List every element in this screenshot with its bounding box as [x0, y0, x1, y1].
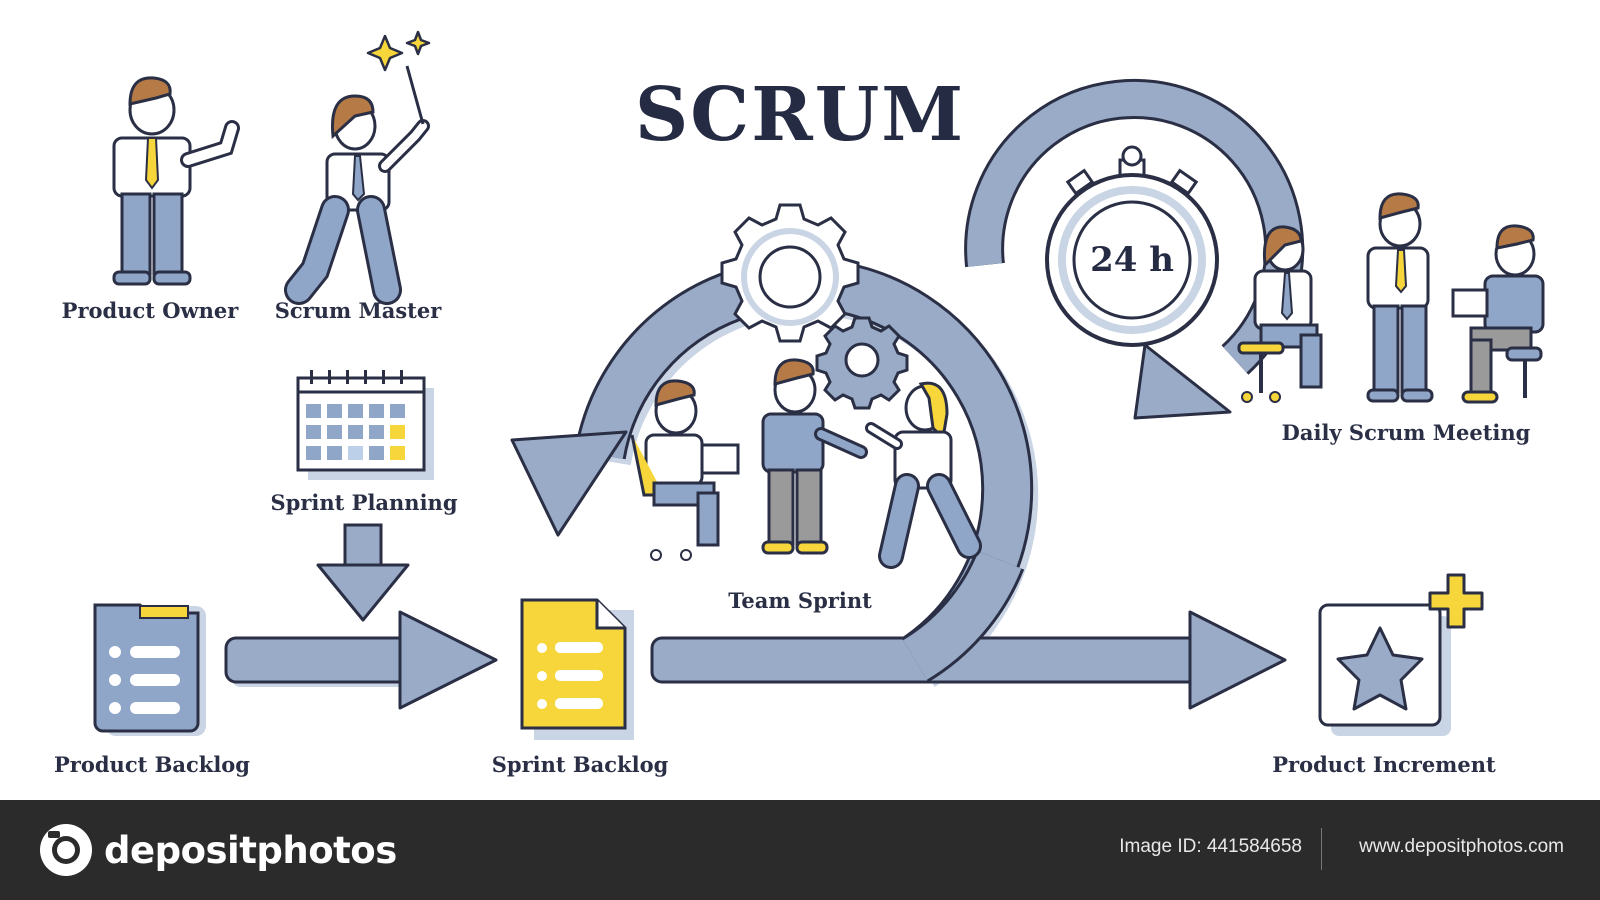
backlog-to-sprint-arrow: [224, 610, 498, 710]
label-daily-scrum: Daily Scrum Meeting: [1281, 420, 1531, 445]
footer-brand: depositphotos: [104, 828, 397, 872]
stopwatch-icon: [1045, 145, 1219, 347]
label-product-owner: Product Owner: [61, 298, 239, 323]
timer-label: 24 h: [1090, 240, 1174, 280]
planning-down-arrow: [316, 523, 410, 622]
gear-large-icon: [720, 203, 860, 343]
label-scrum-master: Scrum Master: [274, 298, 442, 323]
label-team-sprint: Team Sprint: [728, 588, 872, 613]
daily-member-1: [1237, 225, 1323, 403]
gear-small-icon: [815, 316, 909, 410]
label-sprint-planning: Sprint Planning: [270, 490, 458, 515]
scrum-master-figure: [284, 65, 430, 305]
label-product-increment: Product Increment: [1272, 752, 1496, 777]
label-sprint-backlog: Sprint Backlog: [491, 752, 669, 777]
label-product-backlog: Product Backlog: [54, 752, 250, 777]
sprint-backlog-icon: [520, 598, 634, 740]
scrum-diagram: [93, 30, 1545, 740]
daily-member-3: [1451, 224, 1545, 404]
diagram-title: SCRUM: [634, 72, 966, 158]
team-member-seated: [630, 379, 740, 561]
product-backlog-icon: [93, 603, 206, 736]
team-member-pointing: [865, 381, 982, 569]
watermark-footer: depositphotos Image ID: 441584658 www.de…: [0, 800, 1600, 900]
footer-logo[interactable]: depositphotos: [38, 822, 397, 878]
team-member-standing: [761, 358, 868, 555]
sparkle-icon: [366, 30, 431, 72]
footer-divider: [1321, 828, 1322, 870]
product-owner-figure: [112, 76, 240, 286]
product-increment-icon: [1318, 573, 1484, 736]
camera-logo-icon: [40, 824, 92, 876]
daily-member-2: [1366, 192, 1434, 403]
calendar-icon: [296, 370, 434, 480]
footer-image-id: Image ID: 441584658: [1119, 836, 1302, 857]
footer-url[interactable]: www.depositphotos.com: [1359, 836, 1564, 857]
diagram-canvas: [93, 30, 1545, 740]
